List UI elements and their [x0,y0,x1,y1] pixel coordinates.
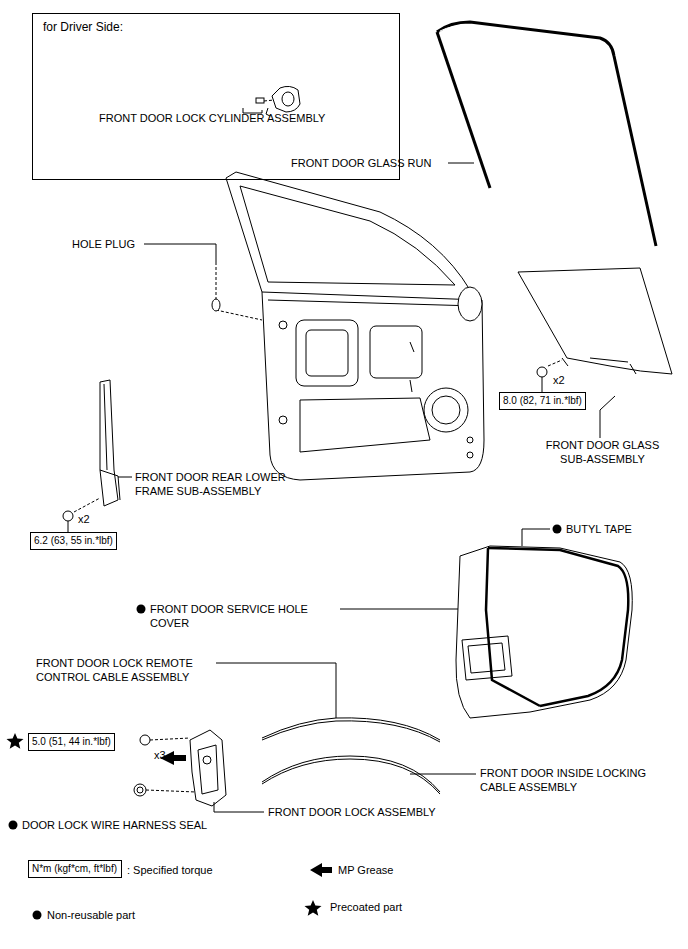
legend-text: : Specified torque [127,863,213,877]
torque-box: 6.2 (63, 55 in.*lbf) [30,532,117,550]
part-name: FRONT DOOR LOCK CYLINDER ASSEMBLY [99,111,325,125]
hole [467,452,473,458]
cover-opening [462,636,512,680]
harness-seal [137,787,143,793]
non-reusable-dot [9,821,18,830]
butyl-tape [488,548,628,706]
service-hole-cover [456,546,632,718]
grease-arrow [310,863,332,877]
torque-value: 6.2 (63, 55 in.*lbf) [34,535,113,547]
leader-line [214,802,264,812]
dash-line [146,790,196,792]
belt-line [262,292,480,300]
door-glass [518,268,672,374]
part-name: FRONT DOOR INSIDE LOCKING CABLE ASSEMBLY [480,766,675,794]
inner-panel [300,398,430,452]
glass-run-inner [440,31,493,187]
speaker-hole [424,388,468,432]
glass-run [437,32,490,188]
legend-text: Non-reusable part [47,908,135,922]
leader-line [600,396,615,438]
part-name: FRONT DOOR SERVICE HOLE COVER [150,602,350,630]
quantity: x3 [154,748,184,762]
rear-lower-frame [104,384,107,470]
window-opening [240,186,455,285]
leader-line [118,477,132,478]
non-reusable-dot [33,911,42,920]
door-lock [190,730,226,806]
part-name: DOOR LOCK WIRE HARNESS SEAL [22,818,252,832]
hole-plug [212,299,220,311]
leader-line [522,529,550,546]
bolt [63,511,73,521]
quantity: x2 [78,512,108,526]
part-name: FRONT DOOR GLASS RUN [291,156,451,170]
rod [410,342,414,392]
legend-text: Precoated part [330,900,402,914]
torque-box: 8.0 (82, 71 in.*lbf) [499,392,586,410]
leader-line [216,663,336,718]
part-name: BUTYL TAPE [566,522,666,536]
bolt [140,735,150,745]
dash-line [74,498,100,512]
torque-legend-box: N*m (kgf*cm, ft*lbf) [28,860,122,878]
hole [279,321,287,329]
inside-locking-cable [262,759,440,794]
service-hole [296,320,358,386]
leader-line [68,521,69,532]
hole [279,416,287,424]
leader-line [340,609,458,610]
torque-value: 8.0 (82, 71 in.*lbf) [503,395,582,407]
torque-box: 5.0 (51, 44 in.*lbf) [28,733,115,751]
bolt [537,367,547,377]
remote-control-cable [262,721,440,742]
leader-line [410,774,476,775]
non-reusable-dot [553,525,562,534]
hole [467,437,473,443]
quantity: x2 [553,373,583,387]
dash-line [216,310,262,320]
speaker-hole [432,396,460,424]
part-name: FRONT DOOR REAR LOWER FRAME SUB-ASSEMBLY [135,470,313,498]
butyl-tape [486,548,540,706]
non-reusable-dot [137,605,146,614]
lock-cylinder [272,86,300,112]
leader-line [144,244,216,262]
door-lock [198,745,218,794]
dash-line [548,360,562,366]
leader-line [542,377,543,392]
part-name: FRONT DOOR GLASS SUB-ASSEMBLY [535,438,670,466]
glass-bracket [590,358,636,374]
variant-frame: for Driver Side: FRONT DOOR LOCK CYLINDER… [32,13,400,180]
torque-value: N*m (kgf*cm, ft*lbf) [32,863,118,875]
dash-line [150,738,190,740]
cover-opening [468,643,505,673]
door-lock [203,756,211,764]
mirror [458,287,482,321]
dash-line [264,100,274,101]
leader-line [448,163,474,164]
harness-seal [134,784,146,796]
rear-lower-frame [100,380,118,506]
variant-heading: for Driver Side: [43,20,123,34]
part-name: HOLE PLUG [72,237,152,251]
screw [256,98,264,103]
glass-bracket [562,358,568,366]
dash-line [216,262,217,300]
belt-line [268,300,476,306]
torque-value: 5.0 (51, 44 in.*lbf) [32,736,111,748]
rear-lower-frame [100,470,120,500]
glass-run [437,22,656,246]
door-panel [226,172,484,480]
precoat-star [305,900,322,916]
lock-cylinder-face [282,92,294,106]
part-name: FRONT DOOR LOCK ASSEMBLY [268,805,468,819]
service-hole [370,326,422,378]
legend-text: MP Grease [338,863,393,877]
part-name: FRONT DOOR LOCK REMOTE CONTROL CABLE ASS… [36,656,231,684]
glass-run-inner [440,25,652,246]
precoat-star [7,733,24,749]
service-hole [306,330,348,376]
